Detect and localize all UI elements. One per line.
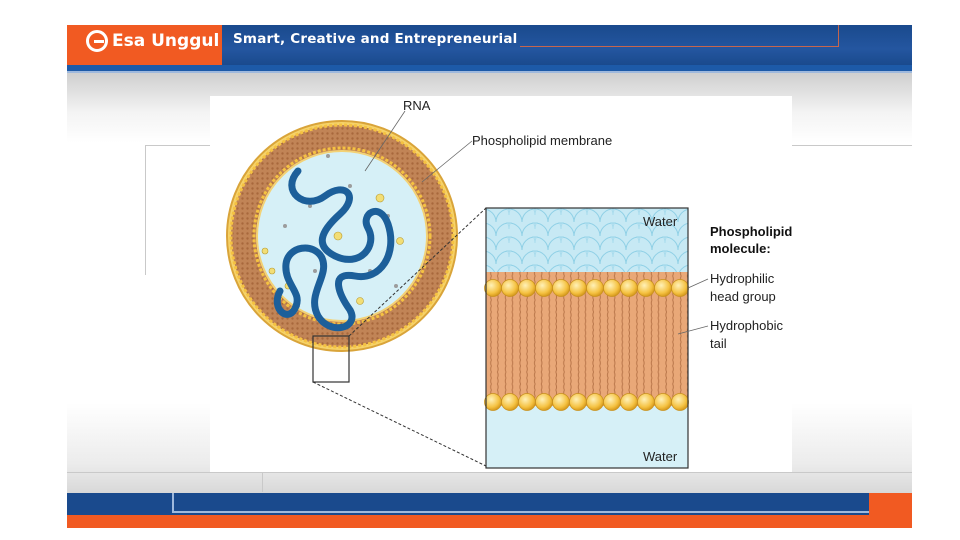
phospholipid-head bbox=[604, 394, 621, 411]
decorative-line bbox=[145, 145, 146, 275]
molecule-title-line1: Phospholipid bbox=[710, 223, 792, 240]
phospholipid-head bbox=[587, 280, 604, 297]
molecule-title-line2: molecule: bbox=[710, 240, 771, 257]
phospholipid-head bbox=[553, 394, 570, 411]
phospholipid-head bbox=[519, 394, 536, 411]
phospholipid-head bbox=[638, 280, 655, 297]
decorative-line bbox=[262, 472, 263, 492]
membrane-label: Phospholipid membrane bbox=[472, 132, 612, 149]
esa-unggul-logo-icon bbox=[86, 30, 108, 52]
phospholipid-head bbox=[502, 394, 519, 411]
zoom-connector bbox=[313, 382, 486, 466]
water-bottom-label: Water bbox=[643, 448, 677, 465]
logo-text: Esa Unggul bbox=[112, 31, 219, 51]
hydrophilic-leader-line bbox=[688, 279, 708, 288]
rna-label: RNA bbox=[403, 97, 430, 114]
header-rule bbox=[838, 25, 839, 47]
phospholipid-head bbox=[672, 280, 689, 297]
footer-frame-line bbox=[172, 493, 869, 513]
decorative-line bbox=[67, 472, 912, 473]
bilayer-inset bbox=[485, 208, 689, 468]
phospholipid-head bbox=[485, 394, 502, 411]
phospholipid-head bbox=[621, 394, 638, 411]
phospholipid-head bbox=[536, 280, 553, 297]
hydrophilic-label-line1: Hydrophilic bbox=[710, 270, 774, 287]
phospholipid-head bbox=[604, 280, 621, 297]
hydrophobic-label-line2: tail bbox=[710, 335, 727, 352]
header-tagline: Smart, Creative and Entrepreneurial bbox=[233, 31, 517, 47]
footer-orange-bar bbox=[67, 515, 912, 528]
phospholipid-head bbox=[672, 394, 689, 411]
phospholipid-head bbox=[570, 394, 587, 411]
phospholipid-head bbox=[638, 394, 655, 411]
water-top-label: Water bbox=[643, 213, 677, 230]
phospholipid-head bbox=[621, 280, 638, 297]
phospholipid-head bbox=[570, 280, 587, 297]
hydrophilic-label-line2: head group bbox=[710, 288, 776, 305]
logo: Esa Unggul bbox=[86, 30, 219, 52]
phospholipid-head bbox=[536, 394, 553, 411]
phospholipid-head bbox=[655, 280, 672, 297]
membrane-diagram: RNA Phospholipid membrane Water Water Ph… bbox=[210, 96, 792, 472]
header-rule bbox=[520, 46, 838, 47]
diagram-svg bbox=[210, 96, 792, 472]
phospholipid-head bbox=[587, 394, 604, 411]
phospholipid-head bbox=[502, 280, 519, 297]
hydrophobic-label-line1: Hydrophobic bbox=[710, 317, 783, 334]
phospholipid-head bbox=[485, 280, 502, 297]
header-underline-light bbox=[67, 71, 912, 73]
footer-orange-block bbox=[869, 493, 912, 515]
phospholipid-head bbox=[519, 280, 536, 297]
phospholipid-head bbox=[655, 394, 672, 411]
phospholipid-head bbox=[553, 280, 570, 297]
